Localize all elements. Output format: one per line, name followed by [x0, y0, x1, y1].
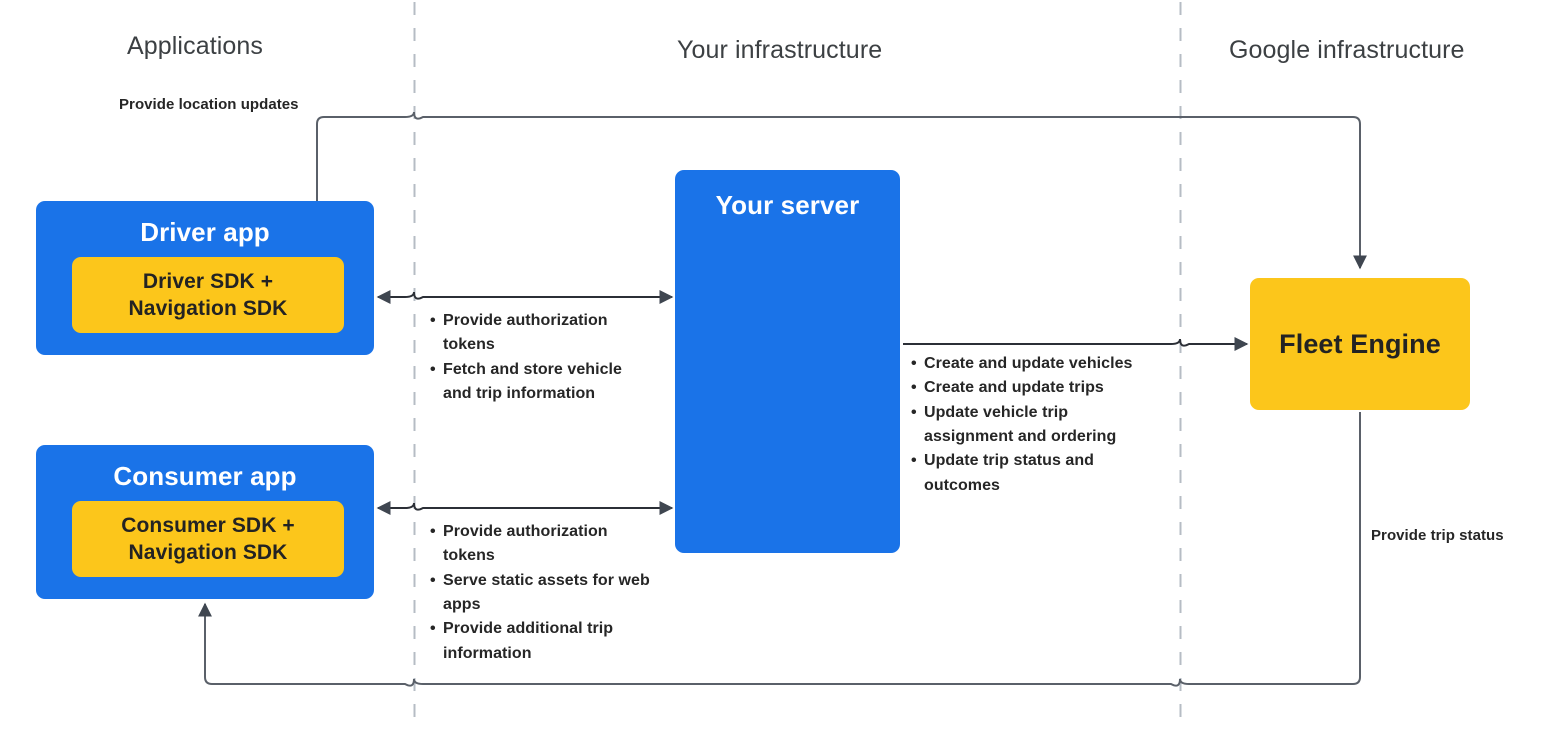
- list-item: Update trip status and outcomes: [911, 449, 1161, 498]
- edge-driver-server: [376, 290, 674, 304]
- node-consumer-sdk[interactable]: Consumer SDK + Navigation SDK: [72, 501, 344, 577]
- list-item: Create and update vehicles: [911, 352, 1161, 377]
- fleet-engine-title: Fleet Engine: [1279, 328, 1441, 359]
- driver-sdk-label-line2: Navigation SDK: [128, 297, 288, 320]
- column-header-applications: Applications: [127, 32, 264, 60]
- list-item: Create and update trips: [911, 376, 1161, 401]
- column-header-your-infrastructure: Your infrastructure: [677, 36, 883, 64]
- consumer-app-title: Consumer app: [113, 461, 297, 491]
- node-consumer-app[interactable]: Consumer app Consumer SDK + Navigation S…: [36, 445, 374, 599]
- list-item: Provide additional trip information: [430, 617, 655, 666]
- edge-bullets-consumer-server: Provide authorization tokens Serve stati…: [430, 520, 655, 666]
- consumer-sdk-label-line1: Consumer SDK +: [121, 513, 295, 537]
- node-driver-app[interactable]: Driver app Driver SDK + Navigation SDK: [36, 201, 374, 355]
- node-driver-sdk[interactable]: Driver SDK + Navigation SDK: [72, 257, 344, 333]
- list-item: Serve static assets for web apps: [430, 569, 655, 618]
- column-header-google-infrastructure: Google infrastructure: [1229, 36, 1465, 64]
- node-fleet-engine[interactable]: Fleet Engine: [1250, 278, 1470, 410]
- consumer-sdk-label-line2: Navigation SDK: [128, 541, 288, 564]
- list-item: Provide authorization tokens: [430, 520, 655, 569]
- edge-label-trip-status: Provide trip status: [1371, 527, 1504, 544]
- edge-label-location-updates: Provide location updates: [119, 96, 299, 113]
- list-item: Provide authorization tokens: [430, 309, 655, 358]
- list-item: Fetch and store vehicle and trip informa…: [430, 358, 655, 407]
- edge-server-fleet: [903, 337, 1249, 351]
- driver-sdk-label: Driver SDK + Navigation SDK: [129, 268, 288, 323]
- edge-bullets-server-fleet: Create and update vehicles Create and up…: [911, 352, 1161, 498]
- driver-sdk-label-line1: Driver SDK +: [142, 269, 274, 293]
- edge-consumer-server: [376, 501, 674, 515]
- edge-bullets-driver-server: Provide authorization tokens Fetch and s…: [430, 309, 655, 406]
- your-server-title: Your server: [715, 190, 860, 220]
- consumer-sdk-label: Consumer SDK + Navigation SDK: [121, 512, 295, 567]
- list-item: Update vehicle trip assignment and order…: [911, 401, 1161, 450]
- driver-app-title: Driver app: [140, 217, 270, 247]
- node-your-server[interactable]: Your server: [675, 170, 900, 553]
